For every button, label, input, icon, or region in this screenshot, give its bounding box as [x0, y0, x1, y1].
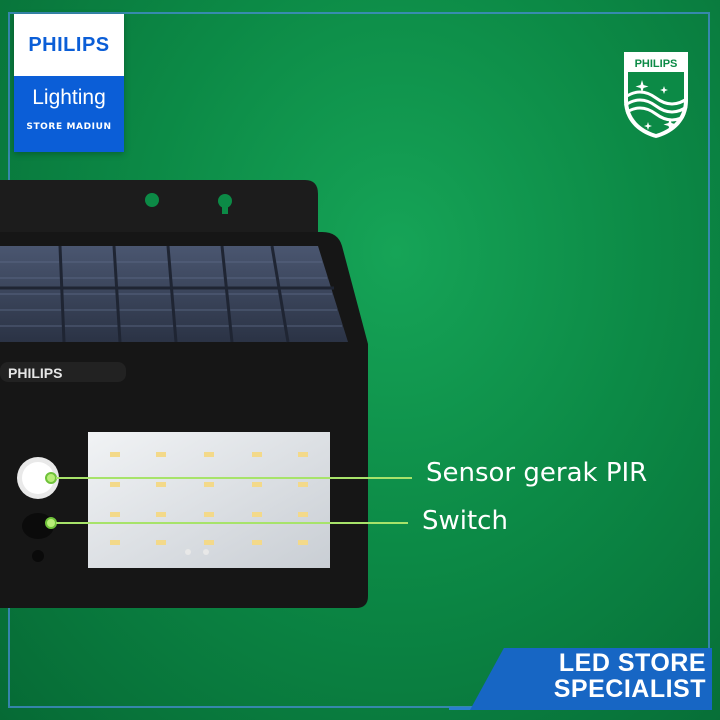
switch-callout-line — [56, 522, 408, 524]
pir-sensor-label: Sensor gerak PIR — [426, 458, 648, 488]
pir-callout-line — [56, 477, 412, 479]
philips-lighting-badge: PHILIPS Lighting STORE MADIUN — [14, 14, 124, 152]
badge-blue-panel: Lighting STORE MADIUN — [14, 76, 124, 152]
badge-brand-name: PHILIPS — [28, 33, 110, 56]
switch-label: Switch — [422, 506, 508, 536]
mounting-hole-icon — [145, 193, 159, 207]
led-store-banner — [470, 648, 712, 710]
philips-shield-logo-icon: PHILIPS — [624, 52, 688, 138]
banner-line-1: LED STORE — [558, 649, 706, 677]
lamp-brand-label: PHILIPS — [8, 365, 62, 381]
badge-lighting-text: Lighting — [32, 86, 106, 109]
banner-text: LED STORE SPECIALIST — [554, 650, 706, 702]
banner-line-2: SPECIALIST — [553, 675, 706, 703]
shield-brand-text: PHILIPS — [635, 58, 678, 70]
badge-store-text: STORE MADIUN — [26, 122, 112, 132]
solar-wall-lamp: PHILIPS — [0, 180, 368, 608]
